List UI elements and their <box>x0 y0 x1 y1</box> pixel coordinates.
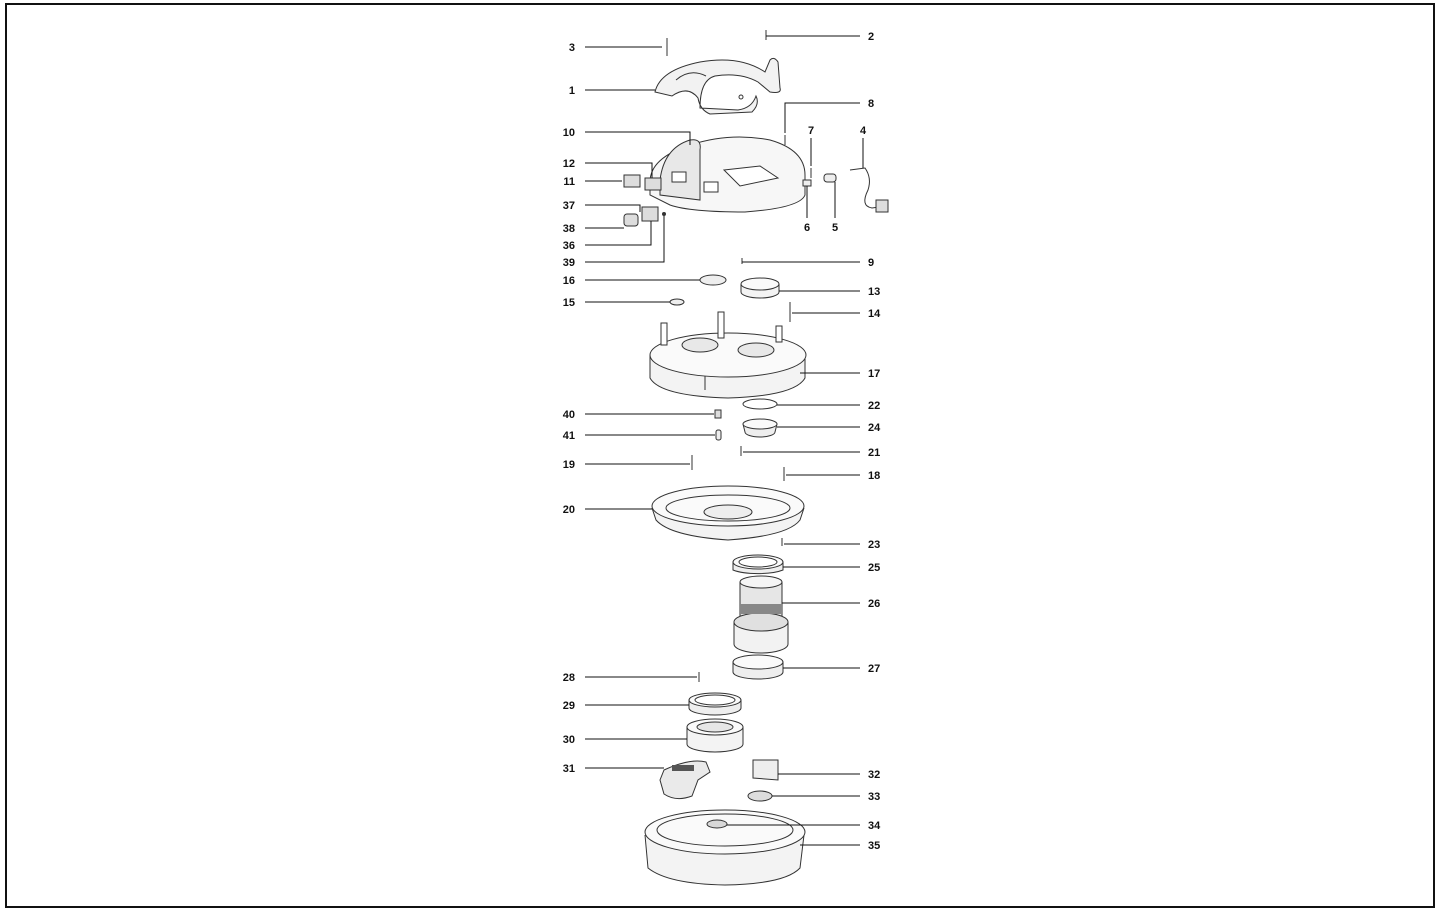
callout-27: 27 <box>868 663 880 675</box>
part-41-pin <box>715 429 722 441</box>
callout-13: 13 <box>868 286 880 298</box>
part-5-strain-relief <box>823 173 837 183</box>
callout-40: 40 <box>563 409 575 421</box>
part-10-upper-housing <box>649 136 806 213</box>
part-22-ring <box>742 398 778 410</box>
leader-line-8 <box>784 102 860 133</box>
part-33-clip <box>747 790 773 802</box>
part-27-ring <box>732 654 784 680</box>
callout-30: 30 <box>563 734 575 746</box>
part-30-filter <box>686 718 744 753</box>
part-15-washer <box>669 298 685 306</box>
callout-5: 5 <box>832 222 838 234</box>
leader-line-37 <box>585 204 641 212</box>
callout-22: 22 <box>868 400 880 412</box>
part-31-latch <box>659 760 711 800</box>
callout-15: 15 <box>563 297 575 309</box>
callout-17: 17 <box>868 368 880 380</box>
part-34-button <box>706 819 728 829</box>
part-39-screw <box>662 212 666 216</box>
callout-11: 11 <box>563 176 575 188</box>
callout-2: 2 <box>868 31 874 43</box>
callout-24: 24 <box>868 422 881 434</box>
part-4-power-cord <box>849 167 889 213</box>
callout-32: 32 <box>868 769 880 781</box>
callout-28: 28 <box>563 672 575 684</box>
leader-line-12 <box>585 162 653 178</box>
part-40-clip <box>714 409 722 419</box>
callout-1: 1 <box>569 85 575 97</box>
callout-7: 7 <box>808 125 814 137</box>
part-24-cup <box>742 418 778 438</box>
leader-line-39 <box>585 216 665 263</box>
callout-6: 6 <box>804 222 810 234</box>
callout-3: 3 <box>569 42 575 54</box>
callout-31: 31 <box>563 763 575 775</box>
callout-25: 25 <box>868 562 880 574</box>
callout-37: 37 <box>563 200 575 212</box>
leader-line-36 <box>585 221 652 246</box>
callout-19: 19 <box>563 459 575 471</box>
part-11-switch <box>623 174 641 188</box>
callout-29: 29 <box>563 700 575 712</box>
part-25-ring <box>732 554 784 575</box>
callout-20: 20 <box>563 504 575 516</box>
callout-8: 8 <box>868 98 874 110</box>
part-26-motor <box>733 575 789 654</box>
part-13-disk <box>740 277 780 299</box>
part-29-ring <box>688 692 742 716</box>
callout-39: 39 <box>563 257 575 269</box>
callout-26: 26 <box>868 598 880 610</box>
part-20-base-plate <box>651 485 805 541</box>
callout-18: 18 <box>868 470 880 482</box>
part-32-pad <box>752 759 779 781</box>
part-35-bottom-lid <box>644 809 806 886</box>
callout-35: 35 <box>868 840 880 852</box>
callout-38: 38 <box>563 223 575 235</box>
leader-line-10 <box>585 131 691 145</box>
callout-23: 23 <box>868 539 880 551</box>
part-37-switch-cover <box>641 206 659 222</box>
callout-10: 10 <box>563 127 575 139</box>
callout-4: 4 <box>860 125 867 137</box>
callout-16: 16 <box>563 275 575 287</box>
callout-12: 12 <box>563 158 575 170</box>
part-12-switch <box>644 177 662 191</box>
part-6-clip <box>802 179 812 187</box>
callout-33: 33 <box>868 791 880 803</box>
part-16-cap <box>699 274 727 286</box>
figure-frame <box>5 3 1435 908</box>
callout-9: 9 <box>868 257 874 269</box>
callout-21: 21 <box>868 447 880 459</box>
part-17-motor-housing <box>649 311 807 399</box>
callout-36: 36 <box>563 240 575 252</box>
callout-14: 14 <box>868 308 881 320</box>
part-1-handle-cover <box>654 57 781 115</box>
part-38-connector <box>623 213 639 227</box>
callout-34: 34 <box>868 820 881 832</box>
callout-41: 41 <box>563 430 575 442</box>
